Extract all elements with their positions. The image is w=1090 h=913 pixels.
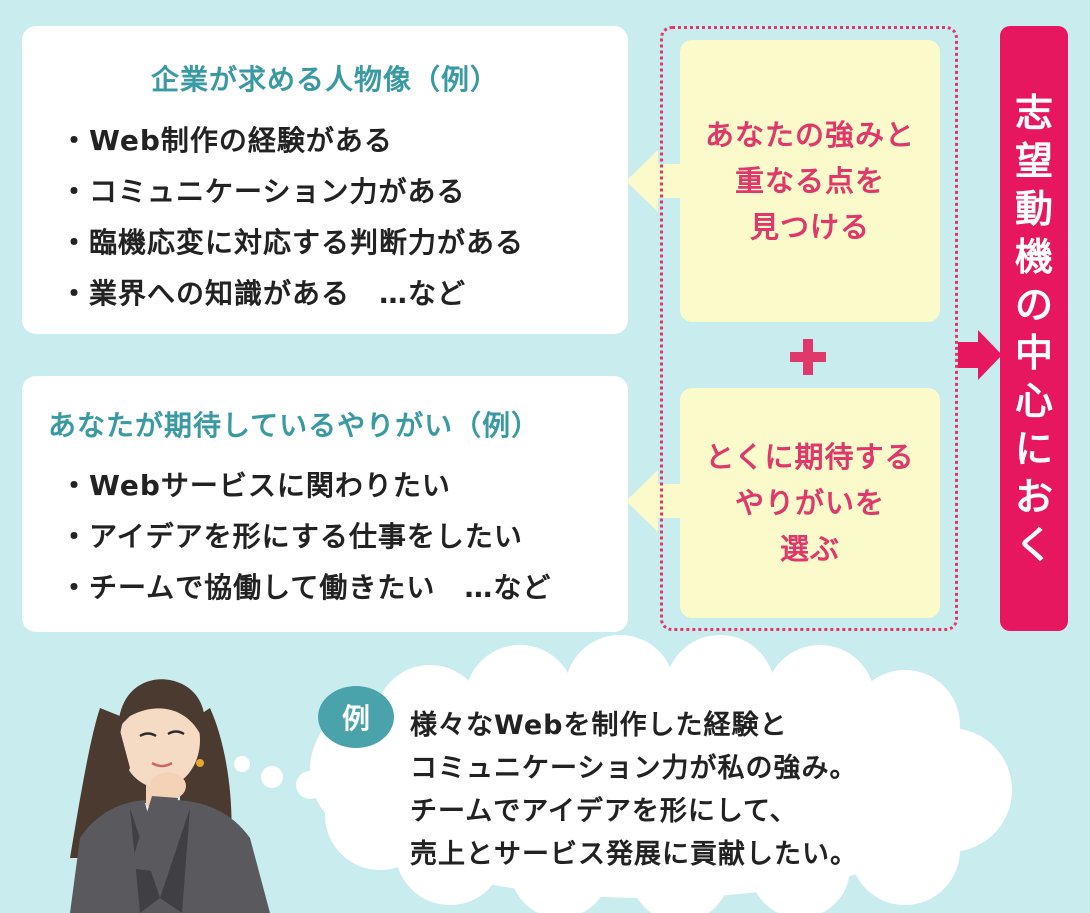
list-item: コミュニケーション力がある — [60, 166, 524, 217]
step-line: やりがいを — [734, 486, 885, 520]
thinking-woman-illustration — [70, 679, 270, 913]
step-find-strengths: あなたの強みと 重なる点を 見つける — [680, 40, 940, 322]
banner-char: 機 — [1014, 234, 1053, 279]
list-item: Webサービスに関わりたい — [60, 460, 551, 511]
company-requirements-list: Web制作の経験がある コミュニケーション力がある 臨機応変に対応する判断力があ… — [60, 115, 524, 319]
motivation-core-banner: 志 望 動 機 の 中 心 に お く — [1000, 26, 1068, 631]
example-statement: 様々なWebを制作した経験と コミュニケーション力が私の強み。 チームでアイデア… — [410, 704, 858, 876]
step-line: 重なる点を — [734, 164, 885, 198]
company-requirements-card: 企業が求める人物像（例） Web制作の経験がある コミュニケーション力がある 臨… — [22, 26, 628, 334]
list-item: アイデアを形にする仕事をしたい — [60, 511, 551, 562]
list-item: Web制作の経験がある — [60, 115, 524, 166]
expected-rewards-list: Webサービスに関わりたい アイデアを形にする仕事をしたい チームで協働して働き… — [60, 460, 551, 613]
arrow-left-bottom-icon — [626, 470, 686, 532]
banner-char: 動 — [1014, 186, 1053, 231]
expected-rewards-card: あなたが期待しているやりがい（例） Webサービスに関わりたい アイデアを形にす… — [22, 376, 628, 632]
banner-char: 望 — [1014, 138, 1053, 183]
plus-icon-vertical — [803, 339, 813, 375]
banner-char: お — [1014, 474, 1053, 519]
list-item: 臨機応変に対応する判断力がある — [60, 217, 524, 268]
example-line: コミュニケーション力が私の強み。 — [410, 753, 858, 784]
list-item: 業界への知識がある …など — [60, 268, 524, 319]
strategy-group-frame — [660, 26, 958, 631]
step-line: 選ぶ — [779, 532, 840, 566]
example-badge: 例 — [318, 686, 394, 748]
arrow-left-top-icon — [626, 150, 686, 212]
example-line: 売上とサービス発展に貢献したい。 — [410, 839, 858, 870]
banner-char: 中 — [1014, 330, 1053, 375]
step-line: 見つける — [749, 210, 870, 244]
step-choose-rewards: とくに期待する やりがいを 選ぶ — [680, 388, 940, 618]
step-line: とくに期待する — [705, 440, 915, 474]
banner-char: の — [1014, 282, 1053, 327]
example-line: チームでアイデアを形にして、 — [410, 796, 798, 827]
example-line: 様々なWebを制作した経験と — [410, 710, 788, 741]
expected-rewards-title: あなたが期待しているやりがい（例） — [48, 409, 541, 442]
banner-char: 志 — [1014, 90, 1053, 135]
banner-char: く — [1014, 522, 1053, 567]
banner-char: に — [1014, 426, 1053, 471]
list-item: チームで協働して働きたい …など — [60, 562, 551, 613]
arrow-right-icon — [958, 330, 1002, 380]
company-requirements-title: 企業が求める人物像（例） — [150, 63, 499, 96]
banner-char: 心 — [1014, 378, 1053, 423]
step-line: あなたの強みと — [704, 118, 915, 152]
